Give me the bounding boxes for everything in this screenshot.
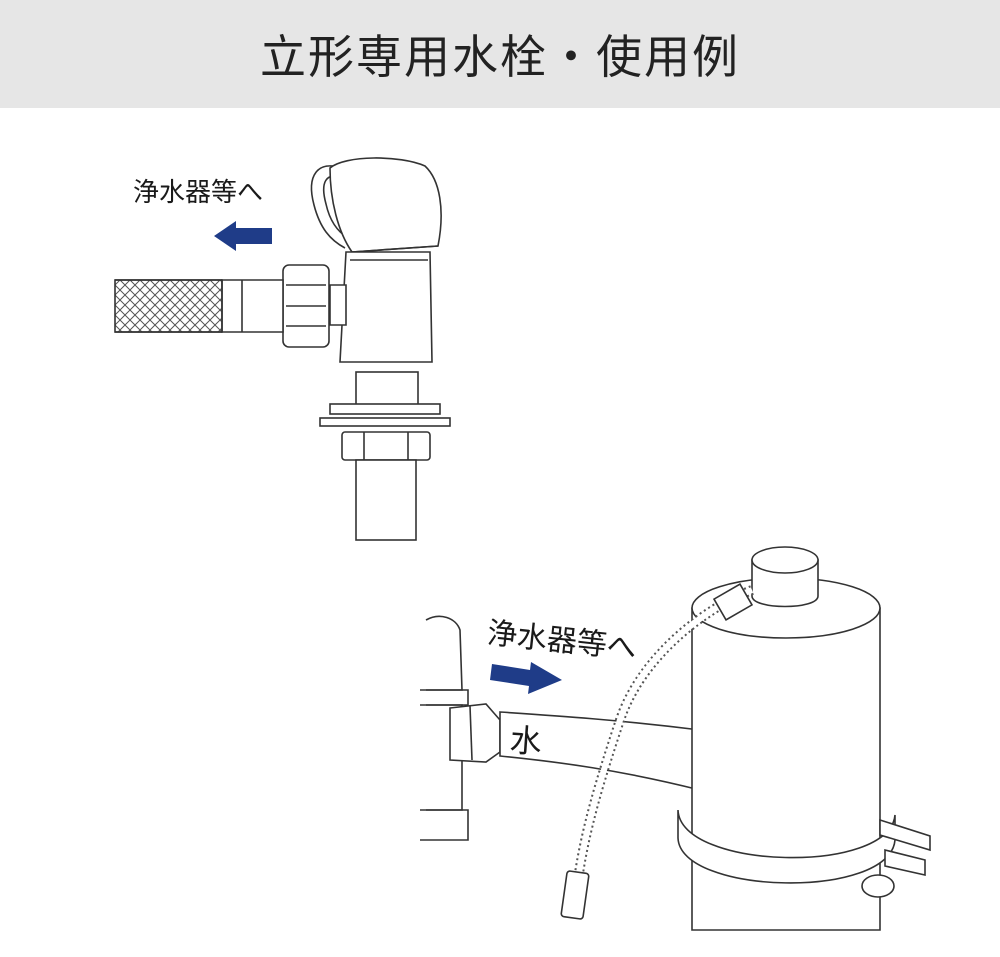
header-bar: 立形専用水栓・使用例 (0, 0, 1000, 108)
arrow-right-icon (490, 662, 562, 694)
flow-label-top: 浄水器等へ (133, 178, 264, 208)
arrow-left-icon (214, 221, 272, 251)
faucet-with-filter (420, 546, 931, 931)
page-title: 立形専用水栓・使用例 (260, 30, 740, 84)
water-label: 水 (508, 720, 544, 762)
upright-faucet (114, 157, 451, 541)
